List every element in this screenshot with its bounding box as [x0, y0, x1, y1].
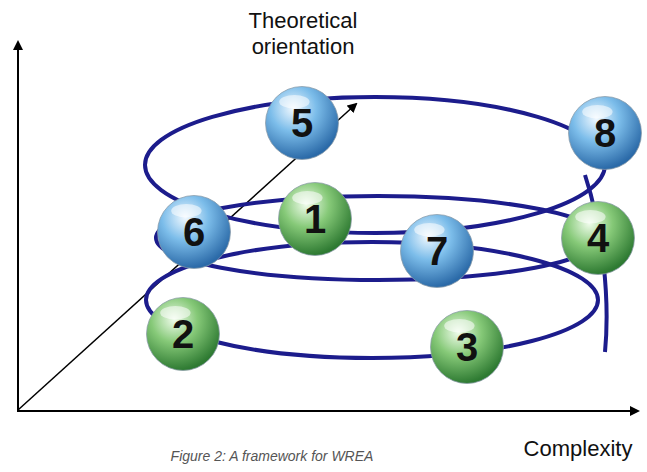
sphere-number: 7	[426, 231, 448, 271]
sphere-node: 1	[277, 181, 353, 257]
sphere-node: 5	[264, 85, 340, 161]
sphere-node: 3	[429, 309, 505, 385]
sphere-number: 1	[304, 199, 326, 239]
axis-label: Theoretical orientation	[218, 8, 388, 61]
figure-caption: Figure 2: A framework for WREA	[171, 448, 374, 464]
sphere-node: 2	[145, 296, 221, 372]
sphere-node: 6	[156, 194, 232, 270]
axis-label: Complexity	[508, 436, 647, 462]
sphere-number: 6	[183, 212, 205, 252]
sphere-number: 8	[594, 113, 616, 153]
vertical-axis	[17, 42, 19, 412]
sphere-node: 8	[567, 95, 643, 171]
sphere-node: 7	[399, 213, 475, 289]
sphere-number: 4	[587, 218, 609, 258]
sphere-node: 4	[560, 200, 636, 276]
sphere-number: 5	[291, 103, 313, 143]
sphere-number: 2	[172, 314, 194, 354]
horizontal-axis	[17, 410, 638, 412]
sphere-number: 3	[456, 327, 478, 367]
